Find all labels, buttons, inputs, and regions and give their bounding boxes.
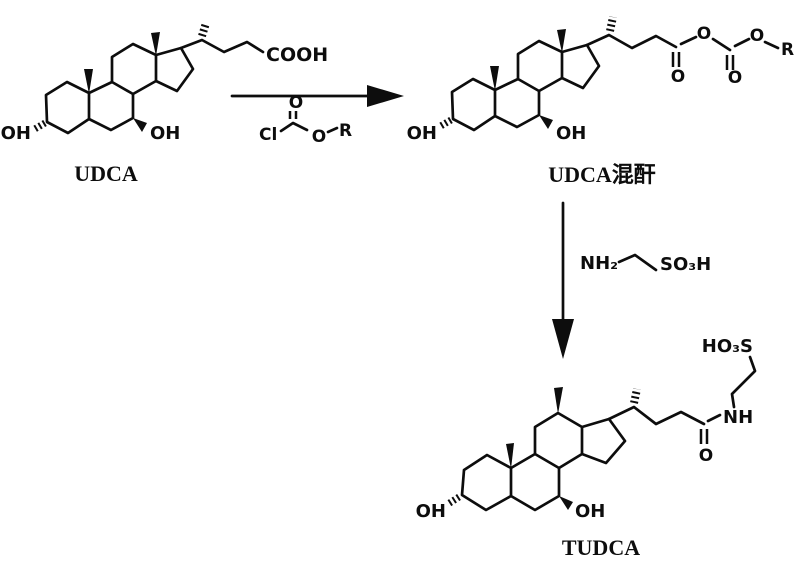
tudca-oh7-label: OH <box>575 501 605 522</box>
chloroformate-o-r-bond <box>326 126 339 134</box>
anhydride-ester-bond1 <box>733 37 751 48</box>
arrow-head <box>552 319 574 359</box>
udca-oh3-label: OH <box>1 123 31 144</box>
c20-methyl-hash-bond <box>630 388 641 404</box>
tudca-nh-label: NH <box>723 407 753 428</box>
taurine-chain-bonds <box>617 253 658 272</box>
c10-methyl-wedge <box>506 443 514 469</box>
reaction-arrow-step2 <box>552 201 574 359</box>
chloroformate-r-label: R <box>339 121 352 141</box>
tudca-amide-o-label: O <box>699 446 713 466</box>
anhydride-bridge-o-label: O <box>697 24 711 44</box>
c20-methyl-hash-bond <box>606 16 617 32</box>
anhydride-bridge-bond1 <box>679 35 698 46</box>
c20-methyl-hash-bond <box>198 21 210 38</box>
anhydride-side-chain-bonds <box>585 33 678 50</box>
anhydride-carbonyl1-double-bond <box>671 52 681 67</box>
reagent-taurine: NH₂ SO₃H <box>580 253 711 275</box>
udca-side-chain-bonds <box>179 38 265 54</box>
tudca-name-label: TUDCA <box>562 535 640 560</box>
reagent-chloroformate: Cl O O R <box>259 93 352 147</box>
tudca-ring-bonds <box>460 411 627 512</box>
anhydride-name-label: UDCA混酐 <box>548 162 656 187</box>
molecule-udca-anhydride: O O O O R OH OH UDCA混酐 <box>407 16 794 187</box>
anhydride-oh7-label: OH <box>556 123 586 144</box>
chloroformate-carbonyl-double-bond <box>288 111 298 119</box>
udca-name-label: UDCA <box>74 161 138 186</box>
taurine-sulfonic-label: SO₃H <box>660 254 711 275</box>
tudca-sulfo-label: HO₃S <box>702 336 753 357</box>
udca-skeleton <box>33 32 193 133</box>
tudca-oh3-label: OH <box>416 501 446 522</box>
tudca-taurine-chain-bonds <box>730 355 757 409</box>
arrow-head <box>367 85 404 107</box>
chlorine-label: Cl <box>259 125 277 145</box>
c13-methyl-wedge <box>554 387 563 414</box>
molecule-tudca: O NH HO₃S OH OH TUDCA <box>416 336 757 560</box>
molecule-udca: OH OH COOH UDCA <box>1 21 328 186</box>
anhydride-ester-o-label: O <box>750 26 764 46</box>
udca-oh7-label: OH <box>150 123 180 144</box>
udca-cooh-label: COOH <box>266 44 328 66</box>
anhydride-r-label: R <box>781 40 794 60</box>
chloroformate-ester-o-label: O <box>312 127 326 147</box>
reaction-arrow-step1 <box>230 85 404 107</box>
anhydride-carbonyl2-double-bond <box>725 55 735 70</box>
anhydride-carbonyl1-o-label: O <box>671 67 685 87</box>
anhydride-skeleton <box>439 29 599 130</box>
anhydride-carbonyl2-o-label: O <box>728 68 742 88</box>
anhydride-bridge-bond2 <box>711 37 732 52</box>
anhydride-o-r-bond <box>763 40 780 50</box>
tudca-amide-double-bond <box>699 429 709 444</box>
taurine-amine-label: NH₂ <box>580 253 618 274</box>
chloroformate-bonds <box>279 121 309 133</box>
c7-oh-wedge-bond <box>559 496 573 510</box>
c3-oh-hash-bond <box>446 494 461 507</box>
chloroformate-carbonyl-o-label: O <box>289 93 303 113</box>
anhydride-oh3-label: OH <box>407 123 437 144</box>
tudca-c-n-bond <box>706 413 722 423</box>
tudca-side-chain-bonds <box>607 405 706 426</box>
